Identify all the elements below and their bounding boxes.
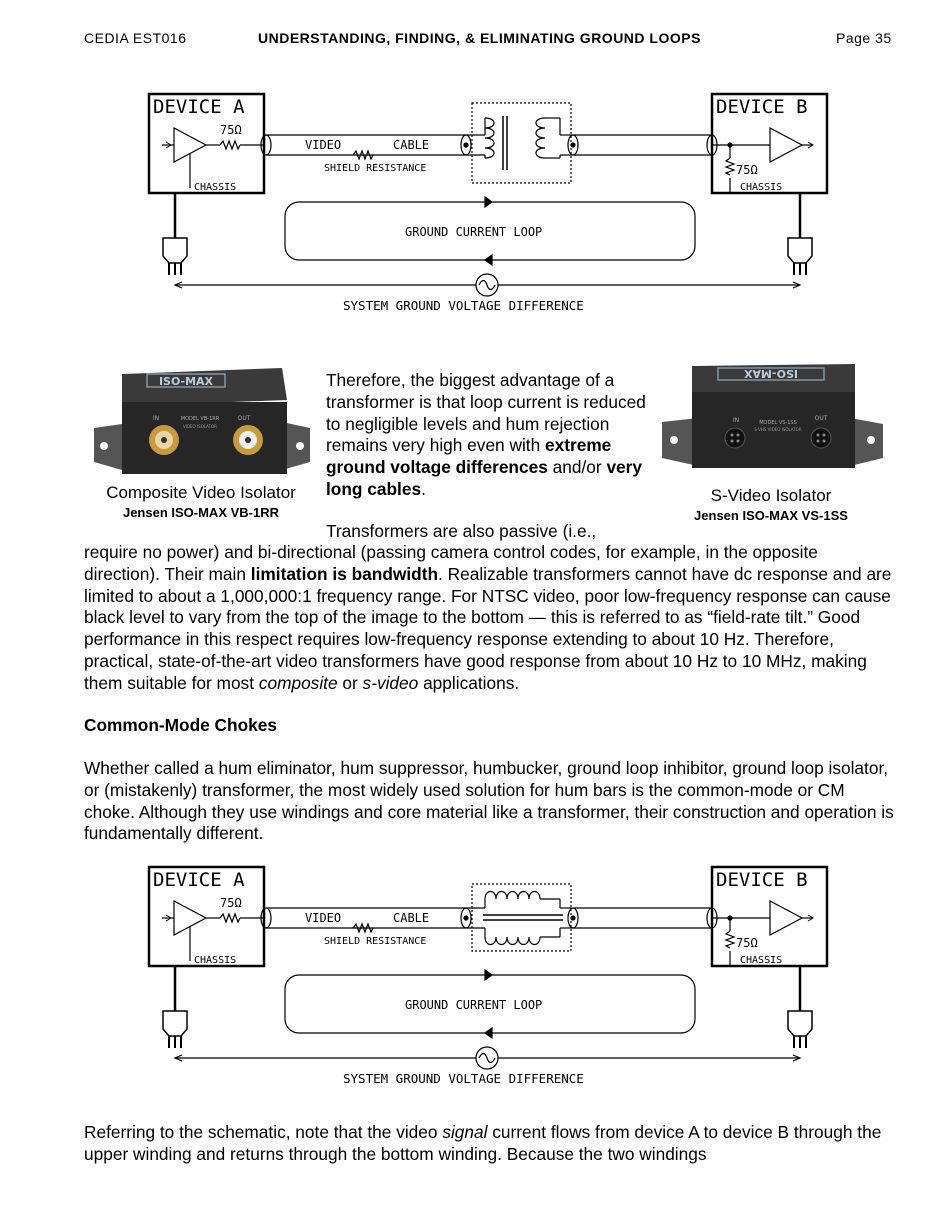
- svg-text:OUT: OUT: [238, 415, 251, 422]
- transformer-secondary-icon: [535, 117, 546, 159]
- svg-text:IN: IN: [733, 417, 739, 424]
- composite-isolator-caption: Composite Video Isolator Jensen ISO-MAX …: [106, 483, 296, 520]
- svg-text:75Ω: 75Ω: [220, 896, 242, 910]
- s-video-isolator-caption: S-Video Isolator Jensen ISO-MAX VS-1SS: [694, 486, 848, 523]
- svg-text:MODEL VS-1SS: MODEL VS-1SS: [759, 420, 797, 426]
- plug-b-icon: [787, 237, 813, 275]
- cm-choke-paragraph: Whether called a hum eliminator, hum sup…: [84, 758, 894, 844]
- device-a-label: DEVICE A: [153, 869, 245, 891]
- resistor-b-icon: [724, 157, 736, 176]
- svg-text:ISO-MAX: ISO-MAX: [159, 375, 214, 388]
- schematic-paragraph: Referring to the schematic, note that th…: [84, 1122, 882, 1164]
- composite-video-isolator-photo: ISO-MAX IN OUT MODEL VB-1RR VIDEO ISOLAT…: [92, 362, 312, 480]
- svg-text:CHASSIS: CHASSIS: [740, 955, 782, 966]
- plug-a-icon: [162, 1010, 188, 1048]
- svg-text:VIDEO: VIDEO: [305, 138, 341, 152]
- section-heading: Common-Mode Chokes: [84, 715, 277, 735]
- device-b-label: DEVICE B: [716, 869, 808, 891]
- svg-text:VIDEO ISOLATOR: VIDEO ISOLATOR: [183, 424, 217, 429]
- svg-text:VIDEO: VIDEO: [305, 911, 341, 925]
- amplifier-b-icon: [769, 127, 804, 163]
- svg-text:75Ω: 75Ω: [220, 123, 242, 137]
- choke-upper-winding-icon: [484, 890, 541, 900]
- svg-text:IN: IN: [153, 415, 159, 422]
- plug-a-icon: [162, 237, 188, 275]
- resistor-b-icon: [724, 930, 736, 949]
- svg-text:SHIELD RESISTANCE: SHIELD RESISTANCE: [324, 163, 426, 174]
- svg-text:SHIELD RESISTANCE: SHIELD RESISTANCE: [324, 936, 426, 947]
- header-doc-id: CEDIA EST016: [84, 30, 187, 46]
- cm-choke-ground-loop-diagram: DEVICE A 75Ω CHASSIS DEVICE B 75Ω CHASSI…: [140, 861, 830, 1091]
- transformer-primary-icon: [484, 117, 495, 159]
- resistor-a-icon: [219, 139, 241, 151]
- svg-text:CHASSIS: CHASSIS: [740, 182, 782, 193]
- svg-text:ISO-MAX: ISO-MAX: [743, 367, 798, 380]
- header-page-number: Page 35: [836, 30, 892, 46]
- svg-text:MODEL VB-1RR: MODEL VB-1RR: [181, 416, 220, 422]
- plug-b-icon: [787, 1010, 813, 1048]
- device-a-box: [147, 865, 266, 968]
- passive-paragraph: require no power) and bi-directional (pa…: [84, 542, 892, 693]
- device-a-label: DEVICE A: [153, 96, 245, 118]
- svg-text:CHASSIS: CHASSIS: [194, 955, 236, 966]
- device-a-box: [147, 92, 266, 195]
- svg-text:75Ω: 75Ω: [736, 163, 758, 177]
- header-title: UNDERSTANDING, FINDING, & ELIMINATING GR…: [258, 30, 701, 46]
- device-b-box: [710, 92, 829, 195]
- svg-text:S-VHS VIDEO ISOLATOR: S-VHS VIDEO ISOLATOR: [754, 427, 801, 432]
- svg-text:SYSTEM GROUND VOLTAGE DIFFEREN: SYSTEM GROUND VOLTAGE DIFFERENCE: [343, 1071, 584, 1086]
- svg-text:OUT: OUT: [815, 415, 828, 422]
- transformer-ground-loop-diagram: DEVICE A 75Ω CHASSIS DEVICE B 75Ω CHASSI…: [140, 88, 830, 318]
- svg-text:GROUND CURRENT LOOP: GROUND CURRENT LOOP: [405, 998, 542, 1012]
- s-video-isolator-photo: ISO-MAX IN OUT MODEL VS-1SS S-VHS VIDEO …: [660, 362, 885, 474]
- device-b-box: [710, 865, 829, 968]
- amplifier-b-icon: [769, 900, 804, 936]
- choke-lower-winding-icon: [484, 936, 541, 946]
- svg-text:CHASSIS: CHASSIS: [194, 182, 236, 193]
- svg-text:SYSTEM GROUND VOLTAGE DIFFEREN: SYSTEM GROUND VOLTAGE DIFFERENCE: [343, 298, 584, 313]
- svg-text:75Ω: 75Ω: [736, 936, 758, 950]
- svg-text:CABLE: CABLE: [393, 911, 429, 925]
- device-b-label: DEVICE B: [716, 96, 808, 118]
- passive-paragraph-first-line: Transformers are also passive (i.e.,: [326, 521, 597, 541]
- svg-text:GROUND CURRENT LOOP: GROUND CURRENT LOOP: [405, 225, 542, 239]
- resistor-a-icon: [219, 912, 241, 924]
- transformer-advantage-paragraph: Therefore, the biggest advantage of a tr…: [326, 370, 646, 499]
- svg-text:CABLE: CABLE: [393, 138, 429, 152]
- transformer-enclosure: [471, 102, 572, 184]
